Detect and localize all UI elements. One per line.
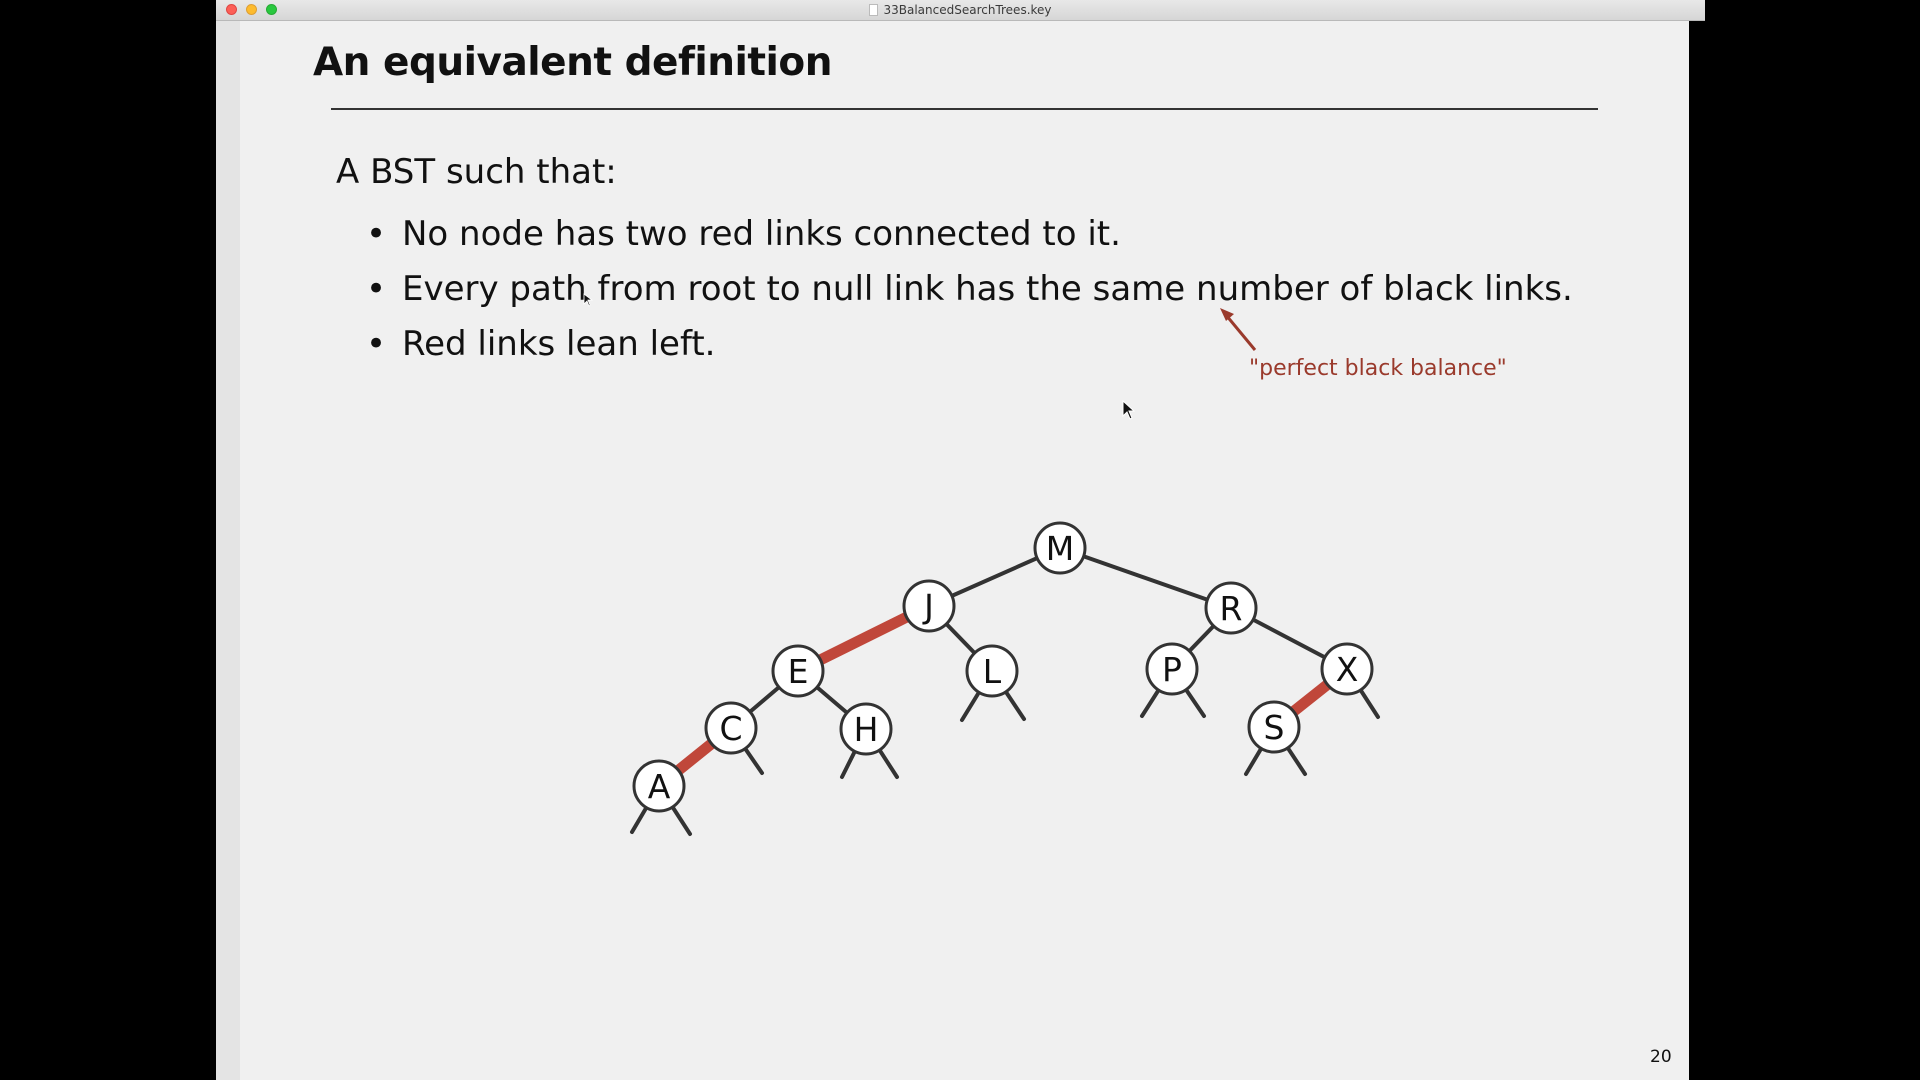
perfect-black-balance-label: "perfect black balance" — [1249, 356, 1507, 381]
document-icon — [869, 4, 879, 16]
slide-title: An equivalent definition — [313, 40, 832, 85]
node-label: J — [922, 587, 934, 626]
node-x — [1320, 642, 1374, 696]
slide-right-margin — [1689, 21, 1705, 1080]
node-c — [704, 701, 758, 755]
node-label: P — [1162, 650, 1182, 689]
node-label: S — [1264, 708, 1285, 747]
node-label: L — [983, 652, 1002, 691]
slide-left-margin — [216, 21, 240, 1080]
slide-page-number: 20 — [1650, 1047, 1672, 1067]
mouse-cursor-icon — [1122, 400, 1136, 420]
node-label: M — [1046, 529, 1074, 568]
node-label: E — [788, 652, 809, 691]
node-label: H — [854, 710, 879, 749]
title-bar[interactable]: 33BalancedSearchTrees.key — [216, 0, 1705, 21]
tree-black-links — [729, 546, 1349, 731]
node-l — [965, 644, 1019, 698]
node-r — [1204, 581, 1258, 635]
close-window-button[interactable] — [226, 4, 237, 15]
tree-node-labels: M J R E L P X C H S A — [648, 529, 1359, 806]
node-label: A — [648, 767, 671, 806]
node-label: C — [719, 709, 742, 748]
minimize-window-button[interactable] — [246, 4, 257, 15]
document-title-text: 33BalancedSearchTrees.key — [883, 3, 1052, 17]
node-e — [771, 644, 825, 698]
slide-intro: A BST such that: — [336, 152, 617, 192]
title-divider — [331, 108, 1598, 110]
slide-canvas — [240, 21, 1689, 1080]
pointer-cursor-icon — [583, 293, 593, 307]
bullet-item: Red links lean left. — [366, 317, 1573, 372]
tree-red-links — [655, 601, 1351, 791]
node-m — [1033, 521, 1087, 575]
node-h — [839, 702, 893, 756]
bullet-list: No node has two red links connected to i… — [366, 207, 1573, 372]
node-p — [1145, 642, 1199, 696]
node-s — [1247, 700, 1301, 754]
node-a — [632, 759, 686, 813]
maximize-window-button[interactable] — [266, 4, 277, 15]
node-label: R — [1220, 589, 1243, 628]
bullet-item: No node has two red links connected to i… — [366, 207, 1573, 262]
bullet-item: Every path from root to null link has th… — [366, 262, 1573, 317]
node-label: X — [1336, 650, 1359, 689]
window-title: 33BalancedSearchTrees.key — [216, 2, 1705, 18]
link-m-r — [1058, 546, 1233, 610]
tree-nodes — [632, 521, 1374, 813]
node-j — [902, 579, 956, 633]
